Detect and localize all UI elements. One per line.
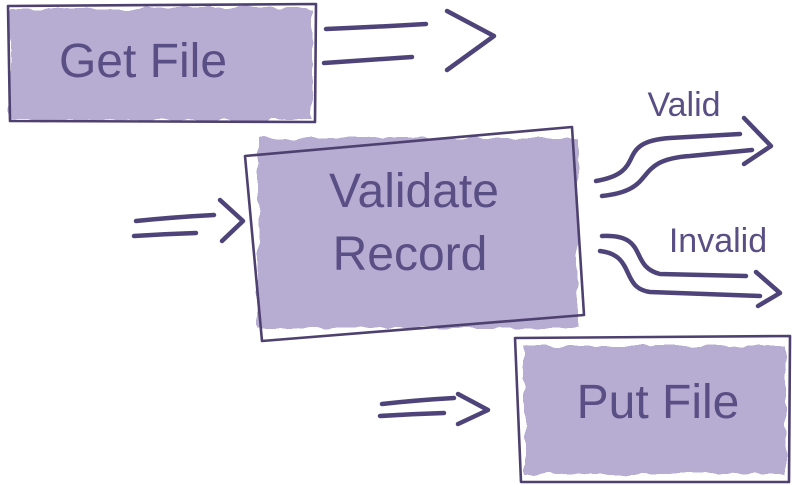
validate-in-arrow: [131, 197, 246, 244]
arrow-line-lower: [321, 54, 415, 66]
valid-arrow-line-upper: [593, 131, 743, 184]
invalid-arrow-line-lower: [597, 248, 763, 299]
invalid-arrow-head: [753, 269, 783, 309]
validate-record-box-outline: [243, 125, 586, 343]
put-file-in-arrow: [377, 391, 491, 427]
invalid-arrow-line-upper: [599, 233, 749, 279]
invalid-label: Invalid: [669, 222, 767, 260]
invalid-arrow: Invalid: [597, 222, 783, 309]
put-file-label: Put File: [577, 376, 740, 429]
get-file-box: Get File: [6, 2, 318, 124]
get-file-out-arrow: [321, 8, 497, 73]
valid-label: Valid: [647, 86, 720, 124]
valid-arrow-line-lower: [599, 147, 755, 199]
get-file-box-outline: [6, 2, 318, 124]
arrow-head: [217, 197, 246, 244]
arrow-head: [455, 391, 491, 427]
get-file-label: Get File: [59, 35, 227, 88]
valid-arrow-head: [741, 115, 774, 167]
valid-arrow: Valid: [593, 86, 774, 199]
get-file-box-fill: [10, 8, 312, 120]
put-file-box-fill: [524, 346, 786, 474]
put-file-box: Put File: [513, 334, 792, 484]
arrow-line-lower: [131, 230, 199, 239]
arrow-line-upper: [323, 21, 429, 32]
validate-record-box-fill: [258, 138, 578, 328]
put-file-box-outline: [513, 334, 792, 484]
arrow-head: [444, 8, 497, 73]
record-label: Record: [333, 228, 488, 281]
arrow-line-lower: [377, 410, 447, 419]
validate-label: Validate: [329, 165, 499, 218]
validate-record-box: Validate Record: [243, 125, 586, 343]
arrow-line-upper: [379, 395, 457, 407]
arrow-line-upper: [133, 212, 217, 224]
